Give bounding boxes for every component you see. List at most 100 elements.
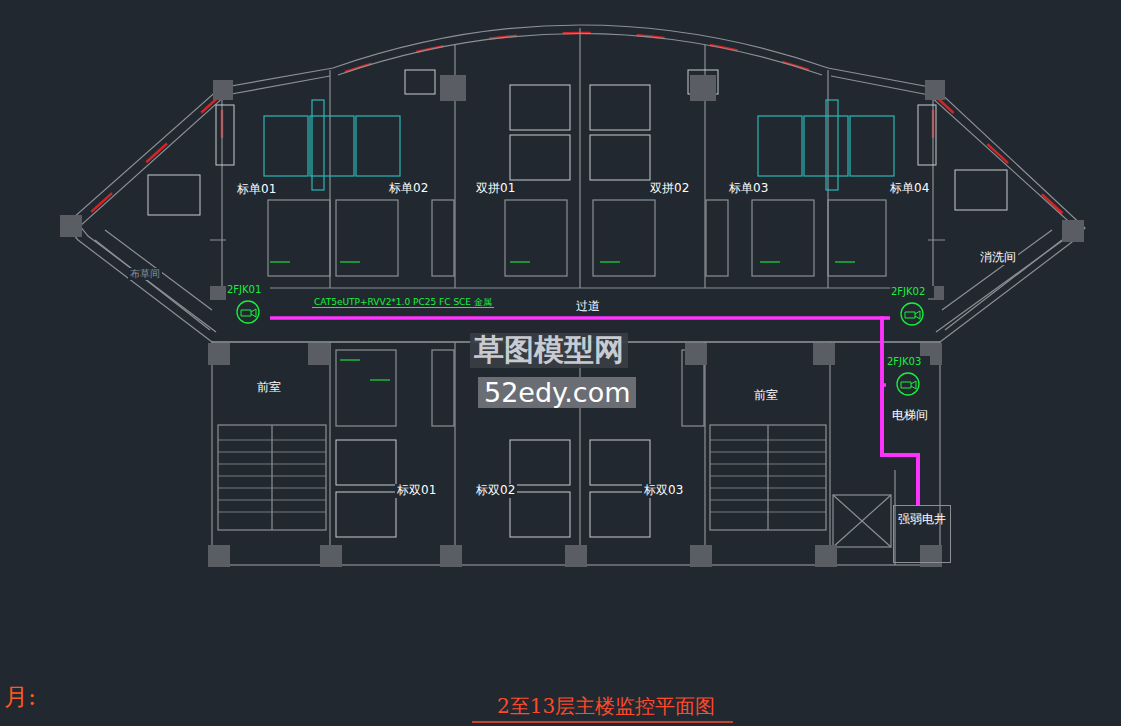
cable-route: [882, 385, 918, 505]
camera-node: 2FJK02: [890, 286, 934, 326]
columns: [60, 75, 1084, 567]
walls-part: [336, 350, 396, 426]
note-text: 月:: [2, 684, 38, 712]
columns-part: [208, 343, 230, 365]
walls-part: [579, 28, 580, 288]
columns-part: [320, 545, 342, 567]
walls-part: [505, 200, 567, 276]
stairs-part: [218, 488, 326, 489]
walls-part: [828, 68, 1085, 342]
beds-cyan: [264, 100, 894, 190]
beds-grey-part: [148, 175, 200, 215]
stairs-part: [710, 440, 826, 441]
cable-spec: CAT5eUTP+RVV2*1.0 PC25 FC SCE 金属: [312, 297, 494, 308]
beds-grey-part: [336, 492, 396, 537]
beds-grey-part: [510, 440, 570, 485]
stairs-part: [710, 452, 826, 453]
cable-route: [270, 318, 918, 505]
green-fixtures-part: [340, 261, 360, 262]
beds-grey-part: [590, 85, 650, 130]
beds-cyan-part: [312, 100, 324, 190]
green-fixtures-part: [510, 261, 530, 262]
walls-part: [80, 76, 330, 332]
beds-grey-part: [590, 135, 650, 180]
shaft-rect: [894, 506, 951, 563]
walls-part: [579, 342, 580, 565]
beds-grey-part: [590, 440, 650, 485]
walls-part: [65, 68, 333, 342]
columns-part: [213, 80, 233, 100]
camera-circle: [897, 373, 919, 395]
beds-grey-part: [955, 170, 1007, 210]
stairs: [218, 440, 826, 512]
columns-part: [60, 215, 82, 237]
room-name: 标单02: [387, 182, 430, 196]
stairs-part: [218, 500, 326, 501]
walls-part: [271, 425, 272, 530]
stairs-part: [710, 476, 826, 477]
walls-part: [942, 230, 1062, 330]
walls-part: [752, 200, 814, 276]
red-windows-part: [80, 94, 222, 222]
green-fixtures-part: [270, 261, 290, 262]
room-name: 双拼01: [474, 182, 517, 196]
columns-part: [308, 343, 330, 365]
camera-tag: 2FJK03: [886, 356, 930, 368]
watermark: 52edy.com: [478, 377, 636, 408]
walls-part: [833, 495, 891, 547]
columns-part: [815, 545, 837, 567]
beds-grey-part: [510, 135, 570, 180]
camera-circle: [237, 301, 259, 323]
green-fixtures-part: [600, 261, 620, 262]
columns-part: [208, 545, 230, 567]
beds-cyan-part: [264, 116, 308, 176]
walls-part: [221, 95, 222, 288]
columns-part: [440, 545, 462, 567]
beds-grey-part: [510, 492, 570, 537]
columns-part: [565, 545, 587, 567]
room-name: 标单03: [727, 182, 770, 196]
stairs-part: [710, 512, 826, 513]
green-fixtures-part: [340, 359, 360, 360]
green-fixtures-part: [370, 379, 390, 380]
walls-part: [432, 350, 454, 426]
room-name: 消洗间: [978, 251, 1018, 265]
stairs-part: [218, 440, 326, 441]
room-name: 标双01: [395, 484, 438, 498]
walls-part: [218, 425, 326, 530]
beds-grey: [148, 70, 1007, 537]
room-name: 过道: [574, 300, 602, 314]
beds-cyan-part: [356, 116, 400, 176]
room-name: 标单01: [235, 183, 278, 197]
watermark: 草图模型网: [470, 333, 628, 368]
camera-body: [241, 309, 256, 317]
walls-part: [706, 200, 728, 276]
walls-part: [268, 200, 330, 276]
walls-part: [336, 200, 398, 276]
walls-part: [829, 342, 830, 565]
room-name: 电梯间: [890, 409, 930, 423]
room-name: 布草间: [128, 268, 162, 280]
beds-grey-part: [405, 70, 435, 94]
stairs-part: [710, 488, 826, 489]
green-fixtures-part: [835, 261, 855, 262]
walls-part: [831, 76, 1076, 332]
walls-part: [833, 495, 891, 547]
camera-circle: [901, 303, 923, 325]
stairs-part: [218, 512, 326, 513]
columns-part: [813, 343, 835, 365]
title-underline: [472, 721, 733, 723]
red-windows: [80, 33, 1072, 222]
beds-grey-part: [336, 440, 396, 485]
walls-part: [432, 200, 454, 276]
stairs-part: [710, 500, 826, 501]
green-fixtures: [270, 262, 855, 380]
beds-grey-part: [510, 85, 570, 130]
walls-part: [210, 239, 945, 240]
columns-part: [685, 343, 707, 365]
beds-cyan-part: [758, 116, 802, 176]
beds-grey-part: [918, 105, 936, 165]
columns-part: [920, 545, 942, 567]
beds-cyan-part: [826, 100, 838, 190]
room-name: 前室: [752, 389, 780, 403]
